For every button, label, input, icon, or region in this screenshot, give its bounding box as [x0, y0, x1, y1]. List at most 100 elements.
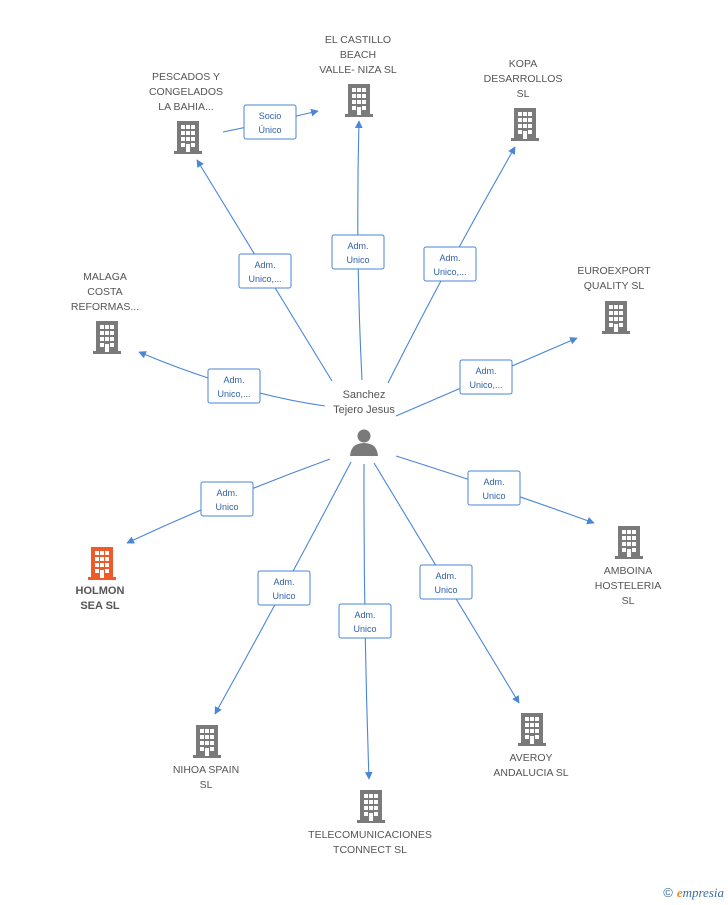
company-label[interactable]: EUROEXPORT: [577, 265, 651, 277]
company-node-amboina[interactable]: AMBOINA HOSTELERIA SL: [595, 526, 662, 607]
company-node-malaga[interactable]: MALAGA COSTA REFORMAS...: [71, 271, 139, 354]
relation-text: Adm.: [254, 260, 275, 270]
relation-text: Adm.: [439, 253, 460, 263]
relation-box[interactable]: [338, 603, 392, 639]
relation-badge-amboina[interactable]: Adm. Unico: [467, 470, 521, 506]
company-node-castillo[interactable]: EL CASTILLO BEACH VALLE- NIZA SL: [319, 34, 397, 117]
nodes-layer: EL CASTILLO BEACH VALLE- NIZA SL PESCADOS Y…: [71, 34, 661, 856]
person-label[interactable]: Tejero Jesus: [333, 404, 395, 416]
relation-text: Adm.: [435, 571, 456, 581]
company-label[interactable]: NIHOA SPAIN: [173, 764, 239, 776]
company-label[interactable]: ANDALUCIA SL: [493, 767, 568, 779]
company-node-telecom[interactable]: TELECOMUNICACIONES TCONNECT SL: [308, 790, 432, 856]
company-node-kopa[interactable]: KOPA DESARROLLOS SL: [484, 58, 563, 141]
company-label[interactable]: SL: [200, 779, 213, 791]
relation-box[interactable]: [331, 234, 385, 270]
relation-box[interactable]: [238, 253, 292, 289]
relation-text: Adm.: [475, 366, 496, 376]
company-label[interactable]: SEA SL: [80, 600, 120, 612]
copyright-icon: ©: [663, 885, 673, 900]
relation-badge-castillo[interactable]: Adm. Unico: [331, 234, 385, 270]
relation-box[interactable]: [257, 570, 311, 606]
relation-box[interactable]: [419, 564, 473, 600]
company-label[interactable]: AVEROY: [510, 752, 553, 764]
relation-text: Adm.: [354, 610, 375, 620]
relation-text: Unico,...: [433, 267, 466, 277]
company-node-holmon[interactable]: HOLMON SEA SL: [76, 547, 125, 612]
relation-text: Unico,...: [248, 274, 281, 284]
company-label[interactable]: COSTA: [87, 286, 122, 298]
person-label[interactable]: Sanchez: [343, 389, 386, 401]
company-label[interactable]: HOSTELERIA: [595, 580, 662, 592]
relation-text: Unico: [272, 591, 295, 601]
company-label[interactable]: TELECOMUNICACIONES: [308, 829, 432, 841]
company-label[interactable]: KOPA: [509, 58, 537, 70]
company-label[interactable]: QUALITY SL: [584, 280, 645, 292]
building-icon[interactable]: [193, 725, 221, 758]
building-icon[interactable]: [345, 84, 373, 117]
building-icon[interactable]: [511, 108, 539, 141]
company-label[interactable]: CONGELADOS: [149, 86, 223, 98]
brand-first-letter: e: [676, 885, 683, 900]
building-icon[interactable]: [602, 301, 630, 334]
relation-box[interactable]: [423, 246, 477, 282]
company-label[interactable]: EL CASTILLO: [325, 34, 391, 46]
building-icon[interactable]: [518, 713, 546, 746]
relation-text: Unico: [215, 502, 238, 512]
company-node-pescados[interactable]: PESCADOS Y CONGELADOS LA BAHIA...: [149, 71, 223, 154]
relation-text: Único: [258, 125, 281, 135]
relation-box[interactable]: [207, 368, 261, 404]
relation-badge-averoy[interactable]: Adm. Unico: [419, 564, 473, 600]
relation-box[interactable]: [243, 104, 297, 140]
relation-badge-nihoa[interactable]: Adm. Unico: [257, 570, 311, 606]
company-label[interactable]: MALAGA: [83, 271, 127, 283]
person-icon[interactable]: [350, 429, 378, 457]
company-label[interactable]: BEACH: [340, 49, 376, 61]
company-label[interactable]: SL: [517, 88, 530, 100]
relation-box[interactable]: [459, 359, 513, 395]
brand-watermark: ©empresia: [663, 885, 724, 901]
relation-box[interactable]: [467, 470, 521, 506]
relation-badge-pescados[interactable]: Adm. Unico,...: [238, 253, 292, 289]
relation-text: Unico: [434, 585, 457, 595]
relation-text: Adm.: [223, 375, 244, 385]
building-icon[interactable]: [357, 790, 385, 823]
company-label[interactable]: PESCADOS Y: [152, 71, 220, 83]
relation-text: Adm.: [216, 488, 237, 498]
relation-badge-kopa[interactable]: Adm. Unico,...: [423, 246, 477, 282]
brand-name: mpresia: [682, 885, 724, 900]
relation-badge-telecom[interactable]: Adm. Unico: [338, 603, 392, 639]
relation-text: Adm.: [483, 477, 504, 487]
building-icon[interactable]: [88, 547, 116, 580]
relation-badge-euroexport[interactable]: Adm. Unico,...: [459, 359, 513, 395]
relation-text: Unico,...: [217, 389, 250, 399]
company-label[interactable]: DESARROLLOS: [484, 73, 563, 85]
relation-text: Unico: [353, 624, 376, 634]
company-node-euroexport[interactable]: EUROEXPORT QUALITY SL: [577, 265, 651, 334]
building-icon[interactable]: [615, 526, 643, 559]
relation-text: Socio: [259, 111, 282, 121]
company-label[interactable]: AMBOINA: [604, 565, 652, 577]
company-node-averoy[interactable]: AVEROY ANDALUCIA SL: [493, 713, 569, 779]
company-label[interactable]: LA BAHIA...: [158, 101, 213, 113]
relation-text: Adm.: [347, 241, 368, 251]
relation-text: Unico: [346, 255, 369, 265]
building-icon[interactable]: [93, 321, 121, 354]
relation-text: Unico,...: [469, 380, 502, 390]
company-label[interactable]: TCONNECT SL: [333, 844, 407, 856]
relation-text: Adm.: [273, 577, 294, 587]
company-label[interactable]: HOLMON: [76, 585, 125, 597]
company-label[interactable]: SL: [622, 595, 635, 607]
building-icon[interactable]: [174, 121, 202, 154]
edges-layer: Adm.UnicoAdm.Unico,...Adm.Unico,...Adm.U…: [126, 104, 595, 780]
relation-badge-malaga[interactable]: Adm. Unico,...: [207, 368, 261, 404]
company-label[interactable]: VALLE- NIZA SL: [319, 64, 397, 76]
relation-badge-holmon[interactable]: Adm. Unico: [200, 481, 254, 517]
relation-box[interactable]: [200, 481, 254, 517]
relation-text: Unico: [482, 491, 505, 501]
company-label[interactable]: REFORMAS...: [71, 301, 139, 313]
company-node-nihoa[interactable]: NIHOA SPAIN SL: [173, 725, 239, 791]
